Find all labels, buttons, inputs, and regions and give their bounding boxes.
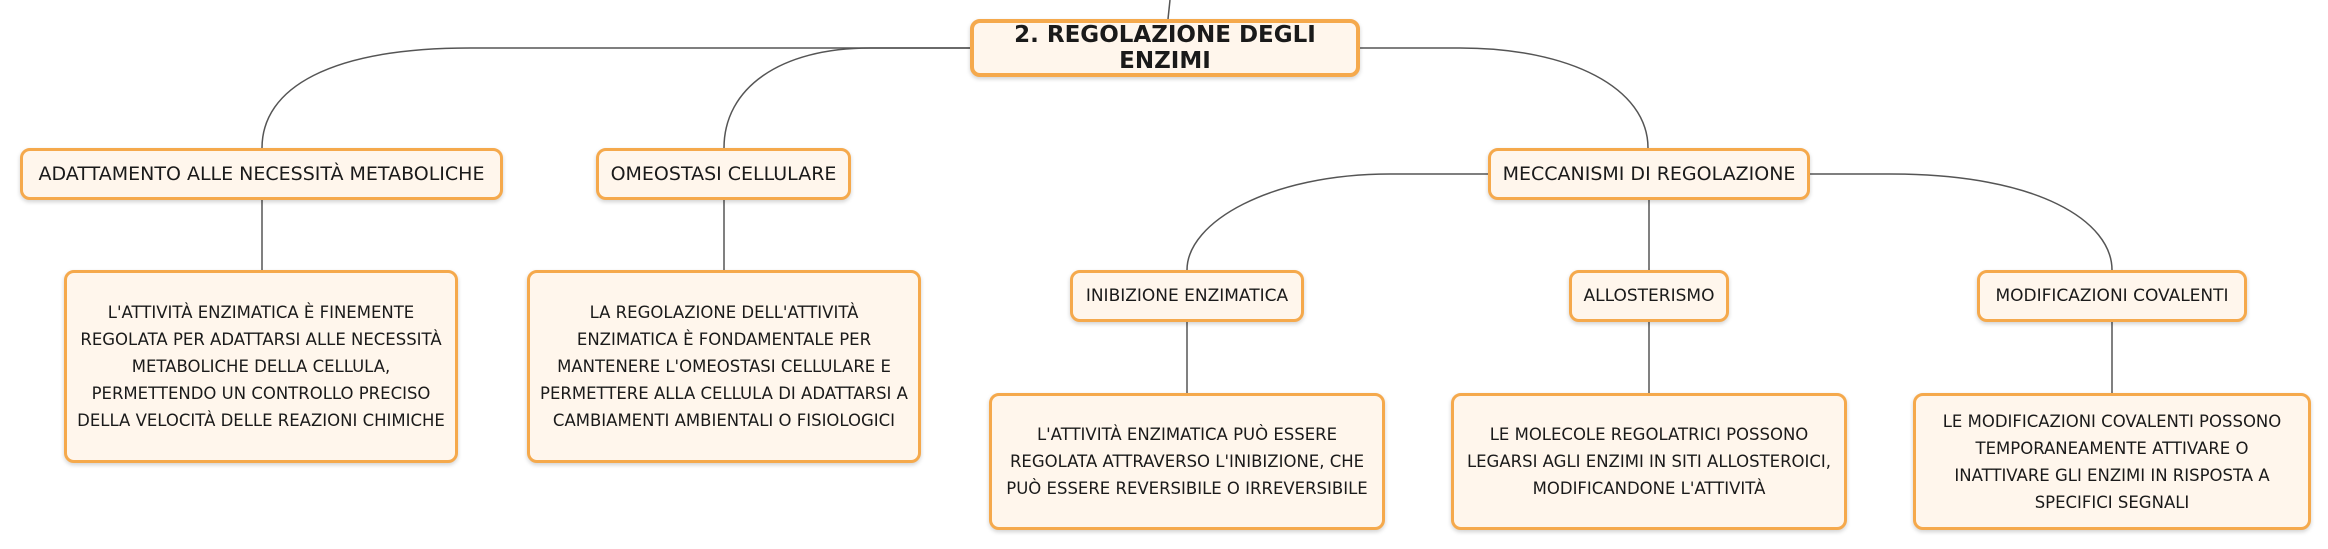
desc-text: LA REGOLAZIONE DELL'ATTIVITÀ ENZIMATICA … [540,303,908,430]
connector-meccanismi-modificazioni [1810,173,2113,271]
topic-adattamento[interactable]: ADATTAMENTO ALLE NECESSITÀ METABOLICHE [20,148,503,200]
subtopic-label: MODIFICAZIONI COVALENTI [1995,286,2229,306]
topic-label: MECCANISMI DI REGOLAZIONE [1502,163,1796,185]
subtopic-modificazioni[interactable]: MODIFICAZIONI COVALENTI [1977,270,2247,322]
root-node[interactable]: 2. REGOLAZIONE DEGLI ENZIMI [970,19,1360,77]
desc-allosterismo[interactable]: LE MOLECOLE REGOLATRICI POSSONO LEGARSI … [1451,393,1847,530]
connector-root-adattamento [261,47,970,149]
topic-label: OMEOSTASI CELLULARE [610,163,837,185]
topic-label: ADATTAMENTO ALLE NECESSITÀ METABOLICHE [38,163,485,185]
desc-text: L'ATTIVITÀ ENZIMATICA PUÒ ESSERE REGOLAT… [1006,425,1368,498]
topic-omeostasi[interactable]: OMEOSTASI CELLULARE [596,148,851,200]
connector-root-omeostasi [723,47,970,149]
subtopic-allosterismo[interactable]: ALLOSTERISMO [1569,270,1729,322]
desc-inibizione[interactable]: L'ATTIVITÀ ENZIMATICA PUÒ ESSERE REGOLAT… [989,393,1385,530]
connector-root-parent [1167,0,1171,20]
subtopic-label: INIBIZIONE ENZIMATICA [1085,286,1289,306]
desc-omeostasi[interactable]: LA REGOLAZIONE DELL'ATTIVITÀ ENZIMATICA … [527,270,921,463]
subtopic-inibizione[interactable]: INIBIZIONE ENZIMATICA [1070,270,1304,322]
desc-text: LE MODIFICAZIONI COVALENTI POSSONO TEMPO… [1942,411,2282,512]
desc-text: LE MOLECOLE REGOLATRICI POSSONO LEGARSI … [1466,425,1832,498]
desc-modificazioni[interactable]: LE MODIFICAZIONI COVALENTI POSSONO TEMPO… [1913,393,2311,530]
connector-meccanismi-inibizione [1186,173,1488,271]
connector-root-meccanismi [1360,47,1649,149]
desc-text: L'ATTIVITÀ ENZIMATICA È FINEMENTE REGOLA… [77,303,445,430]
subtopic-label: ALLOSTERISMO [1583,286,1715,306]
topic-meccanismi[interactable]: MECCANISMI DI REGOLAZIONE [1488,148,1810,200]
desc-adattamento[interactable]: L'ATTIVITÀ ENZIMATICA È FINEMENTE REGOLA… [64,270,458,463]
root-label: 2. REGOLAZIONE DEGLI ENZIMI [1014,22,1316,74]
